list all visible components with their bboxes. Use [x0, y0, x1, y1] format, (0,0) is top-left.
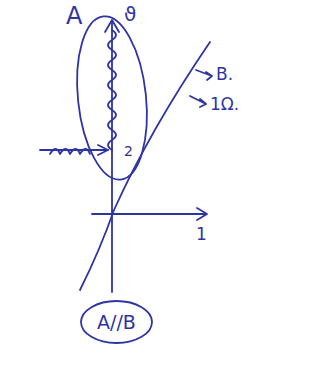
circled-note: A//B — [80, 300, 153, 344]
vertical-axis — [111, 22, 113, 292]
scribble — [50, 149, 90, 154]
pointer-arrow — [196, 70, 212, 80]
arrowhead — [98, 145, 108, 155]
sloped-line — [80, 42, 210, 290]
circled-region — [70, 13, 155, 183]
pointer-arrow — [190, 96, 206, 107]
wavy-line — [108, 30, 116, 150]
horizontal-axis — [92, 213, 206, 215]
axis-label: A — [66, 4, 82, 28]
note-text: A//B — [97, 313, 136, 332]
axis-label: 1 — [196, 226, 207, 243]
axis-label: 2 — [124, 144, 133, 158]
axis-arrowhead — [197, 208, 207, 220]
axis-label: B. — [216, 66, 233, 83]
axis-label: 1Ω. — [210, 96, 239, 113]
axis-label: ϑ — [124, 4, 136, 24]
